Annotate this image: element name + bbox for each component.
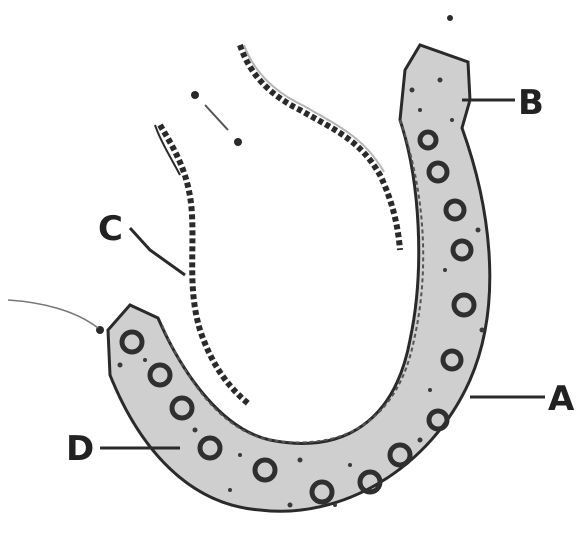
label-c: C — [98, 212, 123, 246]
dot — [191, 91, 199, 99]
dash-mark — [205, 105, 228, 130]
thin-strand-upper-inner — [244, 45, 384, 172]
thin-fiber — [8, 300, 98, 328]
inner-wall-line — [162, 120, 423, 442]
tissue-band — [108, 45, 490, 511]
leader-line-c — [130, 228, 185, 275]
dot — [447, 15, 453, 21]
label-d: D — [66, 432, 94, 466]
label-a: A — [548, 382, 574, 416]
label-b: B — [518, 86, 544, 120]
dot — [234, 138, 242, 146]
thin-strand-upper — [240, 45, 400, 250]
